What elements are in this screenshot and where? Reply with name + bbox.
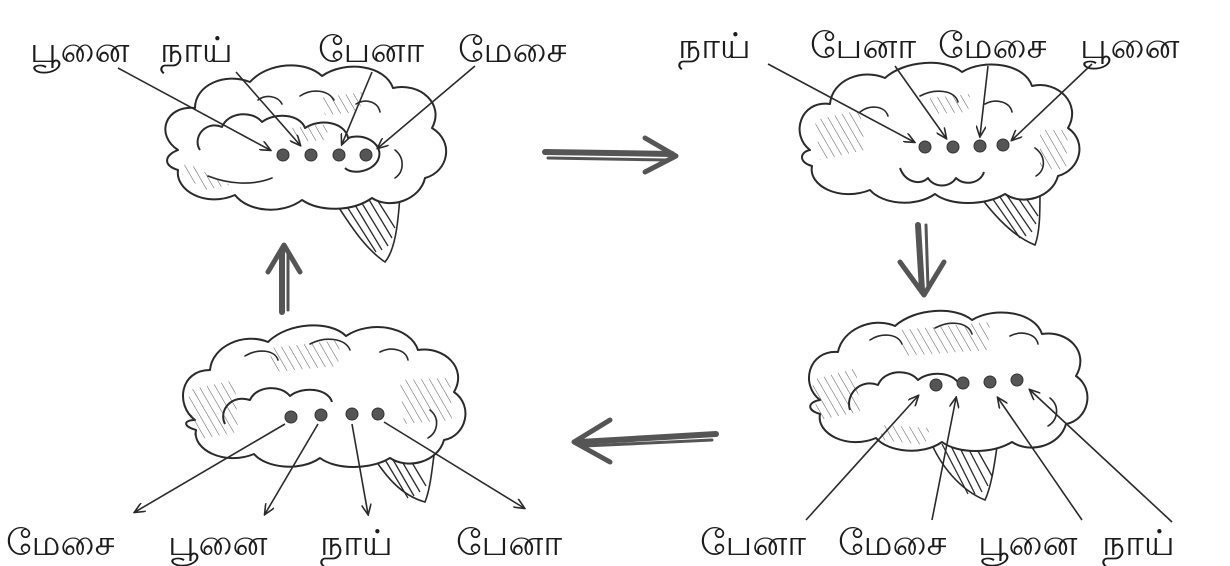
word-label: பூனை bbox=[1080, 26, 1180, 69]
word-label: பேனா bbox=[456, 523, 562, 564]
memory-dot bbox=[372, 408, 384, 420]
memory-dot bbox=[930, 379, 942, 391]
memory-dot bbox=[947, 141, 959, 153]
flow-arrow-right bbox=[545, 138, 676, 172]
memory-dot bbox=[360, 149, 372, 161]
word-label: மேசை bbox=[938, 26, 1047, 67]
word-label: பேனா bbox=[810, 26, 916, 67]
memory-dot bbox=[315, 409, 327, 421]
panel-top-left: பூனை நாய் பேனா மேசை bbox=[30, 30, 567, 262]
brain-icon bbox=[165, 65, 446, 262]
word-label: நாய் bbox=[678, 26, 751, 70]
panel-bottom-left: மேசை பூனை நாய் பேனா bbox=[6, 325, 562, 566]
word-label: மேசை bbox=[838, 523, 947, 564]
panel-top-right: நாய் பேனா மேசை பூனை bbox=[678, 26, 1180, 245]
flow-arrow-up bbox=[268, 245, 300, 312]
memory-dot bbox=[957, 377, 969, 389]
pointer-line bbox=[1030, 390, 1172, 522]
memory-dot bbox=[974, 140, 986, 152]
memory-dot bbox=[277, 149, 289, 161]
memory-dot bbox=[997, 139, 1009, 151]
word-label: மேசை bbox=[6, 523, 115, 564]
word-label: பூனை bbox=[168, 523, 268, 566]
flow-arrow-left bbox=[574, 420, 716, 462]
memory-dot bbox=[1011, 374, 1023, 386]
memory-dot bbox=[919, 141, 931, 153]
word-label: பேனா bbox=[700, 523, 806, 564]
brain-icon bbox=[800, 63, 1080, 245]
memory-dot bbox=[333, 149, 345, 161]
memory-dot bbox=[346, 408, 358, 420]
flow-arrow-down bbox=[900, 225, 944, 295]
word-label: நாய் bbox=[160, 30, 233, 74]
word-label: நாய் bbox=[320, 523, 393, 566]
word-label: நாய் bbox=[1102, 523, 1175, 566]
word-label: பூனை bbox=[978, 523, 1078, 566]
word-label: பேனா bbox=[318, 30, 424, 71]
word-label: மேசை bbox=[458, 30, 567, 71]
word-label: பூனை bbox=[30, 30, 130, 73]
memory-dot bbox=[305, 149, 317, 161]
panel-bottom-right: பேனா மேசை பூனை நாய் bbox=[700, 311, 1175, 566]
memory-dot bbox=[984, 376, 996, 388]
memory-dot bbox=[285, 411, 297, 423]
